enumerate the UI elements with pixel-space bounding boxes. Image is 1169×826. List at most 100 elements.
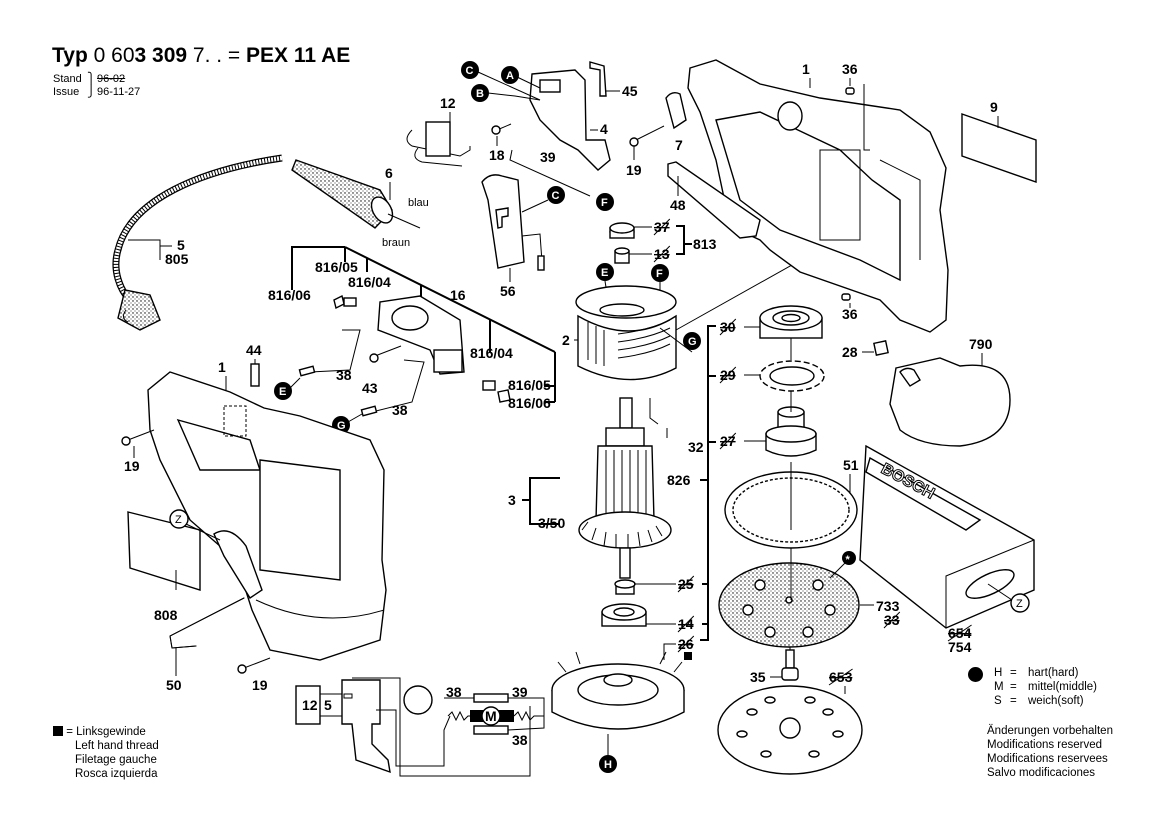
part-label-3: 3 bbox=[508, 492, 516, 508]
strike-mark bbox=[719, 318, 737, 336]
connector-label: B bbox=[476, 88, 484, 100]
wire-color-blue: blau bbox=[408, 197, 429, 209]
wire-color-brown: braun bbox=[382, 237, 410, 249]
part-label-12: 12 bbox=[440, 95, 456, 111]
hardness-text: weich(soft) bbox=[1028, 695, 1084, 707]
cover-48 bbox=[667, 161, 761, 239]
part-label-56: 56 bbox=[500, 283, 516, 299]
pin-36-top bbox=[845, 87, 855, 95]
part-label-38-bottom: 38 bbox=[392, 402, 408, 418]
connector-label: H bbox=[604, 759, 612, 771]
part-label-38-top: 38 bbox=[336, 367, 352, 383]
part-label-28: 28 bbox=[842, 344, 858, 360]
connector-star: * bbox=[829, 551, 856, 579]
issue-value: 96-11-27 bbox=[97, 86, 141, 98]
part-label-36-bottom: 36 bbox=[842, 306, 858, 322]
part-label-805: 805 bbox=[165, 251, 189, 267]
modifications-line: Modifications reserved bbox=[987, 739, 1103, 751]
electronics-module-16 bbox=[377, 295, 465, 375]
armature-3 bbox=[578, 397, 672, 579]
part-label-51: 51 bbox=[843, 457, 859, 473]
schematic-label-38-top: 38 bbox=[446, 684, 462, 700]
connector-label: G bbox=[337, 420, 346, 432]
screw-35 bbox=[781, 649, 799, 681]
connector-label: F bbox=[601, 197, 608, 209]
capacitor-12 bbox=[425, 121, 451, 157]
legend-line: Linksgewinde bbox=[76, 726, 146, 738]
left-hand-thread-legend: = Linksgewinde Left hand thread Filetage… bbox=[53, 725, 159, 781]
diagram-title: Typ 0 603 309 7. . = PEX 11 AE bbox=[52, 44, 350, 68]
pin-36-bottom bbox=[841, 293, 851, 301]
hardness-row: H=hart(hard) bbox=[994, 666, 1097, 680]
connector-label: G bbox=[688, 336, 697, 348]
wiring-schematic: 12 5 M 38 39 38 bbox=[295, 677, 545, 777]
label-plate-9 bbox=[961, 113, 1037, 183]
legend-eq: = bbox=[66, 726, 73, 738]
stand-label: Stand bbox=[53, 73, 82, 85]
hardness-dot-icon bbox=[968, 667, 983, 682]
bearing-37 bbox=[609, 222, 635, 239]
part-label-18: 18 bbox=[489, 147, 505, 163]
legend-line: Filetage gauche bbox=[75, 754, 157, 766]
part-label-3-50: 3/50 bbox=[538, 515, 565, 531]
model-number: 3 309 bbox=[134, 44, 188, 67]
part-label-6: 6 bbox=[385, 165, 393, 181]
hardness-text: hart(hard) bbox=[1028, 667, 1079, 679]
hardness-eq: = bbox=[1010, 681, 1017, 693]
part-label-4: 4 bbox=[600, 121, 608, 137]
part-label-19-left: 19 bbox=[124, 458, 140, 474]
hardness-key: H bbox=[994, 667, 1003, 679]
stand-value: 96-02 bbox=[97, 73, 126, 85]
housing-half-bottom bbox=[147, 371, 387, 661]
modifications-line: Modifications reservees bbox=[987, 753, 1108, 765]
connector-label: E bbox=[279, 386, 286, 398]
dust-box-790 bbox=[889, 357, 1011, 447]
hardness-key: M bbox=[994, 681, 1004, 693]
part-label-790: 790 bbox=[969, 336, 993, 352]
schematic-label-39: 39 bbox=[512, 684, 528, 700]
part-label-816-06-top: 816/06 bbox=[268, 287, 311, 303]
part-label-1-top: 1 bbox=[802, 61, 810, 77]
left-thread-marker-icon bbox=[684, 652, 692, 660]
part-label-44: 44 bbox=[246, 342, 262, 358]
hardness-legend: H=hart(hard) M=mittel(middle) S=weich(so… bbox=[968, 666, 1097, 708]
part-label-816-04-top: 816/04 bbox=[348, 274, 391, 290]
part-label-816-04-bottom: 816/04 bbox=[470, 345, 513, 361]
sanding-disc-653 bbox=[717, 685, 863, 775]
sanding-pad-733 bbox=[718, 562, 860, 648]
part-label-32: 32 bbox=[688, 439, 704, 455]
revision-info: Stand⎫96-02 Issue⎭96-11-27 bbox=[53, 73, 140, 99]
strike-mark bbox=[883, 611, 901, 629]
part-label-816-05-bottom: 816/05 bbox=[508, 377, 551, 393]
lock-ring-29 bbox=[759, 360, 825, 392]
connector-F-mid: F bbox=[651, 264, 669, 282]
connector-label: Z bbox=[1016, 598, 1023, 610]
clip-7 bbox=[665, 91, 687, 130]
part-label-50: 50 bbox=[166, 677, 182, 693]
eccentric-27 bbox=[765, 406, 817, 457]
modifications-line: Salvo modificaciones bbox=[987, 767, 1096, 779]
part-label-816-05-top: 816/05 bbox=[315, 259, 358, 275]
connector-A-top: A bbox=[501, 66, 541, 89]
connector-C-mid: C bbox=[547, 186, 565, 204]
part-label-39: 39 bbox=[540, 149, 556, 165]
part-label-1-bottom: 1 bbox=[218, 359, 226, 375]
typ-label: Typ bbox=[52, 44, 88, 67]
part-label-813: 813 bbox=[693, 236, 717, 252]
left-thread-square-icon bbox=[53, 726, 63, 736]
connector-label: * bbox=[846, 554, 851, 566]
part-label-45: 45 bbox=[622, 83, 638, 99]
seal-28 bbox=[873, 340, 889, 356]
strike-mark bbox=[719, 366, 737, 384]
part-label-36-top: 36 bbox=[842, 61, 858, 77]
model-prefix: 0 60 bbox=[93, 44, 135, 67]
schematic-switch-label: 12 bbox=[302, 697, 318, 713]
connector-label: C bbox=[466, 65, 474, 77]
power-cord bbox=[112, 154, 421, 331]
switch-assembly bbox=[406, 61, 611, 171]
part-label-35: 35 bbox=[750, 669, 766, 685]
modifications-notice: Änderungen vorbehalten Modifications res… bbox=[987, 724, 1113, 780]
legend-line: Left hand thread bbox=[75, 740, 159, 752]
carbon-brush-top bbox=[333, 294, 357, 310]
